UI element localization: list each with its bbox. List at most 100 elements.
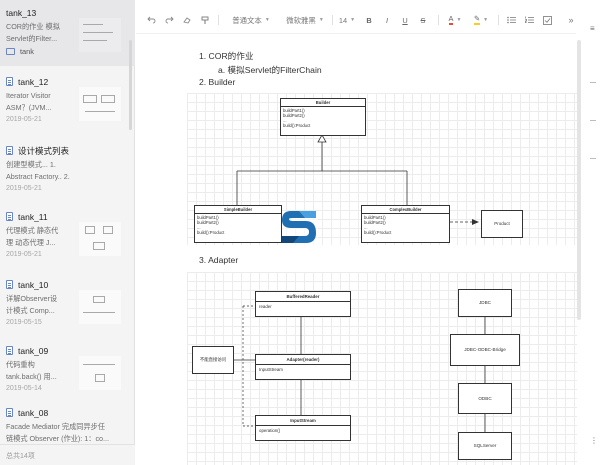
uml-class-simple-builder: SimpleBuilder buildPart1() buildPart2() …	[194, 205, 282, 243]
note-date: 2019-05-14	[6, 385, 42, 392]
outline-marker-icon[interactable]: —	[590, 156, 596, 162]
uml-class-input-stream: InputStream operation()	[255, 415, 351, 441]
font-color-button[interactable]: A▼	[448, 14, 462, 25]
odbc-box: ODBC	[458, 383, 512, 414]
note-item-tank-10[interactable]: tank_10 详解Observer设 计模式 Comp... 2019-05-…	[0, 272, 135, 338]
adapter-diagram-lines	[234, 305, 486, 432]
sidebar-scrollbar[interactable]	[129, 40, 132, 130]
note-thumbnail	[79, 222, 121, 256]
outline-marker-icon[interactable]: —	[590, 80, 596, 86]
note-date: 2019-05-21	[6, 185, 42, 192]
uml-class-product: Product	[481, 210, 523, 238]
editor-scrollbar[interactable]	[577, 40, 581, 320]
note-thumbnail	[79, 356, 121, 390]
notebook-icon	[6, 48, 15, 55]
font-family-select[interactable]: 微软雅黑▼	[286, 15, 324, 25]
document-icon	[6, 146, 13, 155]
note-item-design-patterns[interactable]: 设计模式列表 创建型模式... 1. Abstract Factory.. 2.…	[0, 138, 135, 204]
italic-button[interactable]: I	[385, 15, 389, 25]
bold-button[interactable]: B	[366, 15, 372, 25]
note-snippet: Iterator Visitor ASM？(JVM...	[6, 91, 52, 112]
note-date: 2019-05-15	[6, 319, 42, 326]
doc-heading-1: 1. COR的作业	[199, 51, 254, 61]
note-list-sidebar: tank_13 COR的作业 模拟 Servlet的Filter... tank	[0, 0, 135, 465]
note-item-tank-09[interactable]: tank_09 代码重构 tank.back() 用... 2019-05-14	[0, 338, 135, 404]
note-snippet: 创建型模式... 1. Abstract Factory.. 2.	[6, 160, 70, 181]
editor-toolbar: 普通文本▼ 微软雅黑▼ 14▼ B I U S A▼ ✎▼ »	[136, 9, 586, 31]
format-painter-icon	[201, 16, 208, 24]
outline-icon[interactable]: ≡	[590, 24, 595, 33]
builder-diagram[interactable]: Builder buildPart1() buildPart2() ... bu…	[187, 93, 577, 245]
jdbc-odbc-bridge-box: JDBC-ODBC-Bridge	[450, 334, 520, 366]
chevron-down-icon: ▼	[350, 17, 356, 23]
note-thumbnail	[79, 87, 121, 121]
document-icon	[6, 77, 13, 86]
underline-button[interactable]: U	[402, 15, 408, 25]
undo-icon	[146, 16, 155, 24]
note-snippet: 代码重构 tank.back() 用...	[6, 360, 57, 381]
strikethrough-button[interactable]: S	[420, 15, 426, 25]
document-icon	[6, 212, 13, 221]
sqlserver-box: SQLServer	[458, 432, 512, 460]
note-snippet: 代理模式 静态代 理 动态代理 J...	[6, 226, 59, 247]
font-size-select[interactable]: 14▼	[338, 15, 356, 25]
eraser-icon	[182, 17, 191, 24]
note-thumbnail	[79, 18, 121, 52]
uml-class-buffered-reader: BufferedReader reader	[255, 291, 351, 317]
note-item-tank-13[interactable]: tank_13 COR的作业 模拟 Servlet的Filter... tank	[0, 0, 135, 66]
note-notebook: tank	[20, 47, 34, 56]
undo-button[interactable]	[144, 13, 158, 27]
note-snippet: Facade Mediator 完成同异步任 链模式 Observer (作业)…	[6, 422, 110, 443]
bullet-list-icon	[506, 16, 516, 24]
note-title: 设计模式列表	[18, 145, 70, 156]
note-item-tank-11[interactable]: tank_11 代理模式 静态代 理 动态代理 J... 2019-05-21	[0, 204, 135, 270]
note-title: tank_10	[18, 279, 49, 290]
document-icon	[6, 280, 13, 289]
outline-marker-icon[interactable]: —	[590, 118, 596, 124]
document-icon	[6, 346, 13, 355]
outline-rail: ≡ — — — ⋮	[588, 0, 600, 465]
chevron-down-icon: ▼	[483, 17, 489, 23]
more-tools-button[interactable]: »	[568, 15, 574, 25]
chevron-down-icon: ▼	[456, 17, 462, 23]
note-date: 2019-05-21	[6, 116, 42, 123]
paragraph-style-select[interactable]: 普通文本▼	[232, 15, 270, 25]
checkbox-icon	[542, 15, 552, 25]
redo-icon	[165, 16, 174, 24]
highlight-button[interactable]: ✎▼	[471, 13, 491, 27]
clear-format-button[interactable]	[180, 13, 194, 27]
note-title: tank_08	[18, 407, 49, 418]
uml-class-builder: Builder buildPart1() buildPart2() ... bu…	[280, 98, 366, 136]
note-item-tank-08[interactable]: tank_08 Facade Mediator 完成同异步任 链模式 Obser…	[0, 400, 135, 444]
document-icon	[6, 408, 13, 417]
note-title: tank_09	[18, 345, 49, 356]
uml-class-complex-builder: ComplexBuilder buildPart1() buildPart2()…	[361, 205, 450, 243]
uml-class-adapter: Adapter(reader) InputStream	[255, 354, 351, 380]
format-painter-button[interactable]	[198, 13, 212, 27]
note-item-tank-12[interactable]: tank_12 Iterator Visitor ASM？(JVM... 201…	[0, 69, 135, 135]
redo-button[interactable]	[162, 13, 176, 27]
note-title: tank_13	[6, 7, 37, 18]
chevron-down-icon: ▼	[318, 17, 324, 23]
note-thumbnail	[79, 290, 121, 324]
chevron-down-icon: ▼	[264, 17, 270, 23]
numbered-list-icon	[524, 16, 534, 23]
adapter-note: 不能直接访问	[192, 346, 234, 374]
jdbc-box: JDBC	[458, 289, 512, 317]
numbered-list-button[interactable]	[522, 13, 536, 27]
note-count: 总共14项	[0, 444, 135, 465]
logo-watermark	[280, 211, 318, 245]
note-snippet: 详解Observer设 计模式 Comp...	[6, 294, 58, 315]
note-date: 2019-05-21	[6, 251, 42, 258]
bullet-list-button[interactable]	[504, 13, 518, 27]
note-list: tank_13 COR的作业 模拟 Servlet的Filter... tank	[0, 0, 135, 444]
adapter-diagram[interactable]: BufferedReader reader Adapter(reader) In…	[187, 272, 577, 465]
editor-content[interactable]: 1. COR的作业 a. 模拟Servlet的FilterChain 2. Bu…	[136, 34, 582, 465]
highlighter-icon: ✎	[473, 14, 481, 25]
builder-diagram-lines	[236, 134, 479, 245]
info-icon[interactable]: ⋮	[590, 436, 598, 445]
checkbox-list-button[interactable]	[540, 13, 554, 27]
doc-heading-3: 3. Adapter	[199, 255, 239, 265]
doc-subitem-1a: a. 模拟Servlet的FilterChain	[218, 65, 322, 75]
